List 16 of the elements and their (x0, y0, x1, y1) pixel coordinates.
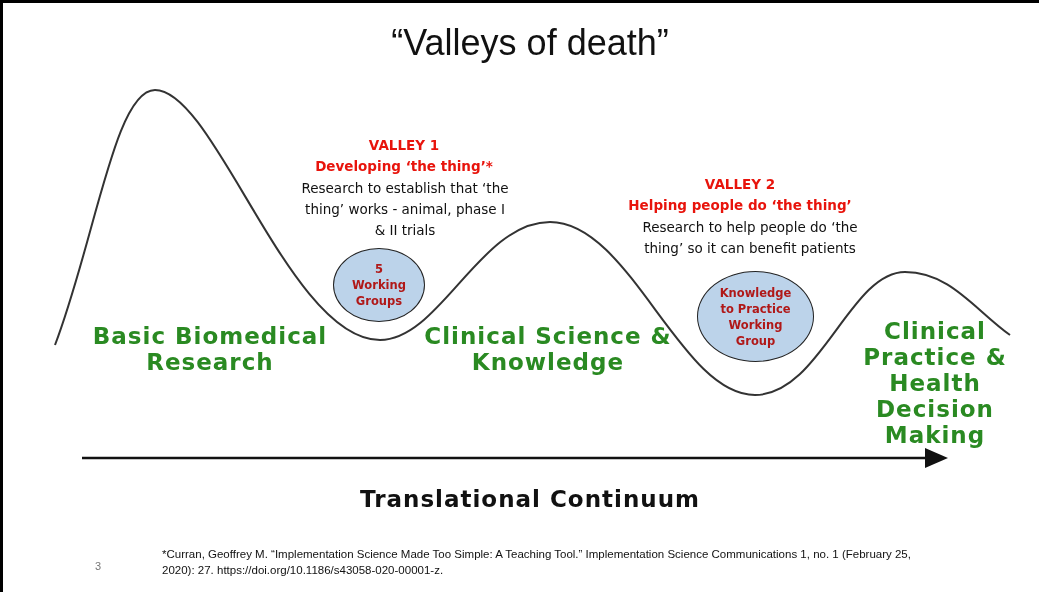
stage-label: Clinical Science & Knowledge (423, 323, 673, 375)
slide-number: 3 (93, 560, 103, 572)
description-text: Research to help people do ‘the thing’ so it can benefit patients (641, 218, 859, 258)
valley-subheading: Developing ‘the thing’* (314, 158, 494, 174)
axis-label: Translational Continuum (359, 486, 701, 512)
slide-title: “Valleys of death” (390, 22, 670, 64)
valley-subheading: Helping people do ‘the thing’ (627, 197, 853, 213)
valley-heading: VALLEY 2 (703, 176, 777, 192)
oval-shape (333, 248, 425, 322)
group-label: 5 Working Groups (351, 261, 407, 309)
description-text: Research to establish that ‘the thing’ works - animal, phase I & II trials (300, 179, 510, 240)
group-label: Knowledge to Practice Working Group (718, 284, 793, 349)
valley-heading: VALLEY 1 (367, 137, 441, 153)
stage-label: Clinical Practice & Health Decision Making (862, 318, 1008, 448)
stage-label: Basic Biomedical Research (91, 323, 329, 375)
citation-text: *Curran, Geoffrey M. “Implementation Science Made Too Simple: A Teaching Tool.” Implementation Science Communications 1, no. 1 (February 25, 2020): 27. https://doi.org/10.1186/s43058-020-00001-z. (162, 547, 912, 578)
